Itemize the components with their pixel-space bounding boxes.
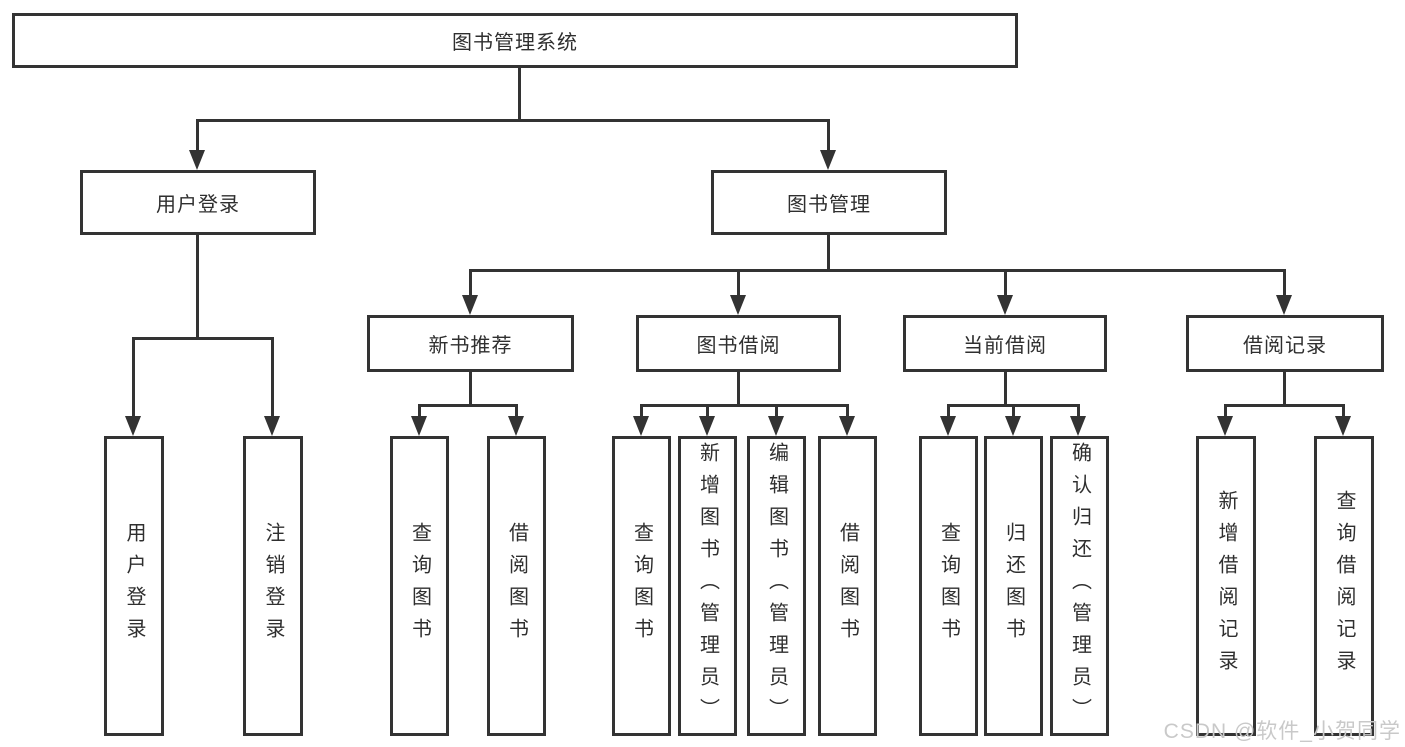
connector-line: [518, 68, 521, 122]
arrowhead-down-icon: [508, 416, 524, 436]
leaf-query-books-current-label: 查询图书: [937, 522, 960, 650]
node-current-borrowing: 当前借阅: [903, 315, 1107, 372]
arrowhead-down-icon: [940, 416, 956, 436]
connector-line: [196, 235, 199, 340]
connector-line: [827, 235, 830, 272]
leaf-logout-label: 注销登录: [262, 522, 284, 650]
connector-line: [1004, 372, 1007, 407]
leaf-edit-books-admin-label: 编辑图书（管理员）: [765, 442, 788, 730]
connector-line: [469, 269, 1286, 272]
node-book-borrowing-label: 图书借阅: [696, 335, 781, 357]
arrowhead-down-icon: [633, 416, 649, 436]
watermark: CSDN @软件_小贺同学: [1163, 720, 1401, 743]
arrowhead-down-icon: [1335, 416, 1351, 436]
connector-line: [196, 119, 830, 122]
node-user-login-label: 用户登录: [156, 194, 240, 216]
connector-line: [640, 404, 848, 407]
leaf-user-login-label: 用户登录: [123, 522, 145, 650]
connector-line: [469, 269, 472, 299]
connector-line: [418, 404, 421, 420]
leaf-add-borrow-record-label: 新增借阅记录: [1215, 490, 1237, 682]
connector-line: [846, 404, 849, 420]
arrowhead-down-icon: [730, 295, 746, 315]
connector-line: [775, 404, 778, 420]
connector-line: [706, 404, 709, 420]
leaf-confirm-return-admin: 确认归还（管理员）: [1050, 436, 1109, 736]
leaf-query-books-recommend-label: 查询图书: [408, 522, 431, 650]
node-user-login: 用户登录: [80, 170, 316, 235]
arrowhead-down-icon: [1276, 295, 1292, 315]
node-book-borrowing: 图书借阅: [636, 315, 841, 372]
node-borrowing-records-label: 借阅记录: [1243, 335, 1327, 357]
connector-line: [827, 119, 830, 155]
leaf-return-books: 归还图书: [984, 436, 1043, 736]
connector-line: [947, 404, 950, 420]
arrowhead-down-icon: [699, 416, 715, 436]
leaf-query-books-current: 查询图书: [919, 436, 978, 736]
node-book-management-label: 图书管理: [787, 194, 871, 216]
connector-line: [1342, 404, 1345, 420]
connector-line: [1077, 404, 1080, 420]
arrowhead-down-icon: [411, 416, 427, 436]
connector-line: [469, 372, 472, 407]
arrowhead-down-icon: [1070, 416, 1086, 436]
connector-line: [1283, 269, 1286, 299]
arrowhead-down-icon: [125, 416, 141, 436]
leaf-add-borrow-record: 新增借阅记录: [1196, 436, 1256, 736]
leaf-query-borrow-record: 查询借阅记录: [1314, 436, 1374, 736]
arrowhead-down-icon: [1217, 416, 1233, 436]
connector-line: [1012, 404, 1015, 420]
connector-line: [737, 269, 740, 299]
node-new-book-recommend-label: 新书推荐: [428, 335, 513, 357]
node-library-system: 图书管理系统: [12, 13, 1018, 68]
connector-line: [515, 404, 518, 420]
arrowhead-down-icon: [264, 416, 280, 436]
leaf-query-books-borrowing: 查询图书: [612, 436, 671, 736]
connector-line: [1224, 404, 1227, 420]
node-borrowing-records: 借阅记录: [1186, 315, 1384, 372]
node-library-system-label: 图书管理系统: [452, 32, 578, 54]
arrowhead-down-icon: [462, 295, 478, 315]
connector-line: [132, 337, 135, 419]
leaf-confirm-return-admin-label: 确认归还（管理员）: [1068, 442, 1091, 730]
arrowhead-down-icon: [997, 295, 1013, 315]
leaf-logout: 注销登录: [243, 436, 303, 736]
leaf-borrow-books-recommend-label: 借阅图书: [505, 522, 528, 650]
connector-line: [1283, 372, 1286, 407]
leaf-add-books-admin-label: 新增图书（管理员）: [696, 442, 719, 730]
leaf-return-books-label: 归还图书: [1002, 522, 1025, 650]
connector-line: [132, 337, 274, 340]
leaf-borrow-books-recommend: 借阅图书: [487, 436, 546, 736]
connector-line: [1224, 404, 1345, 407]
connector-line: [418, 404, 518, 407]
arrowhead-down-icon: [839, 416, 855, 436]
arrowhead-down-icon: [768, 416, 784, 436]
node-new-book-recommend: 新书推荐: [367, 315, 574, 372]
arrowhead-down-icon: [820, 150, 836, 170]
leaf-query-books-recommend: 查询图书: [390, 436, 449, 736]
leaf-query-books-borrowing-label: 查询图书: [630, 522, 653, 650]
leaf-user-login: 用户登录: [104, 436, 164, 736]
connector-line: [1004, 269, 1007, 299]
leaf-add-books-admin: 新增图书（管理员）: [678, 436, 737, 736]
leaf-edit-books-admin: 编辑图书（管理员）: [747, 436, 806, 736]
leaf-query-borrow-record-label: 查询借阅记录: [1333, 490, 1355, 682]
connector-line: [737, 372, 740, 407]
node-current-borrowing-label: 当前借阅: [963, 335, 1047, 357]
leaf-borrow-books-borrowing-label: 借阅图书: [836, 522, 859, 650]
connector-line: [196, 119, 199, 155]
connector-line: [640, 404, 643, 420]
arrowhead-down-icon: [1005, 416, 1021, 436]
leaf-borrow-books-borrowing: 借阅图书: [818, 436, 877, 736]
node-book-management: 图书管理: [711, 170, 947, 235]
arrowhead-down-icon: [189, 150, 205, 170]
connector-line: [271, 337, 274, 419]
